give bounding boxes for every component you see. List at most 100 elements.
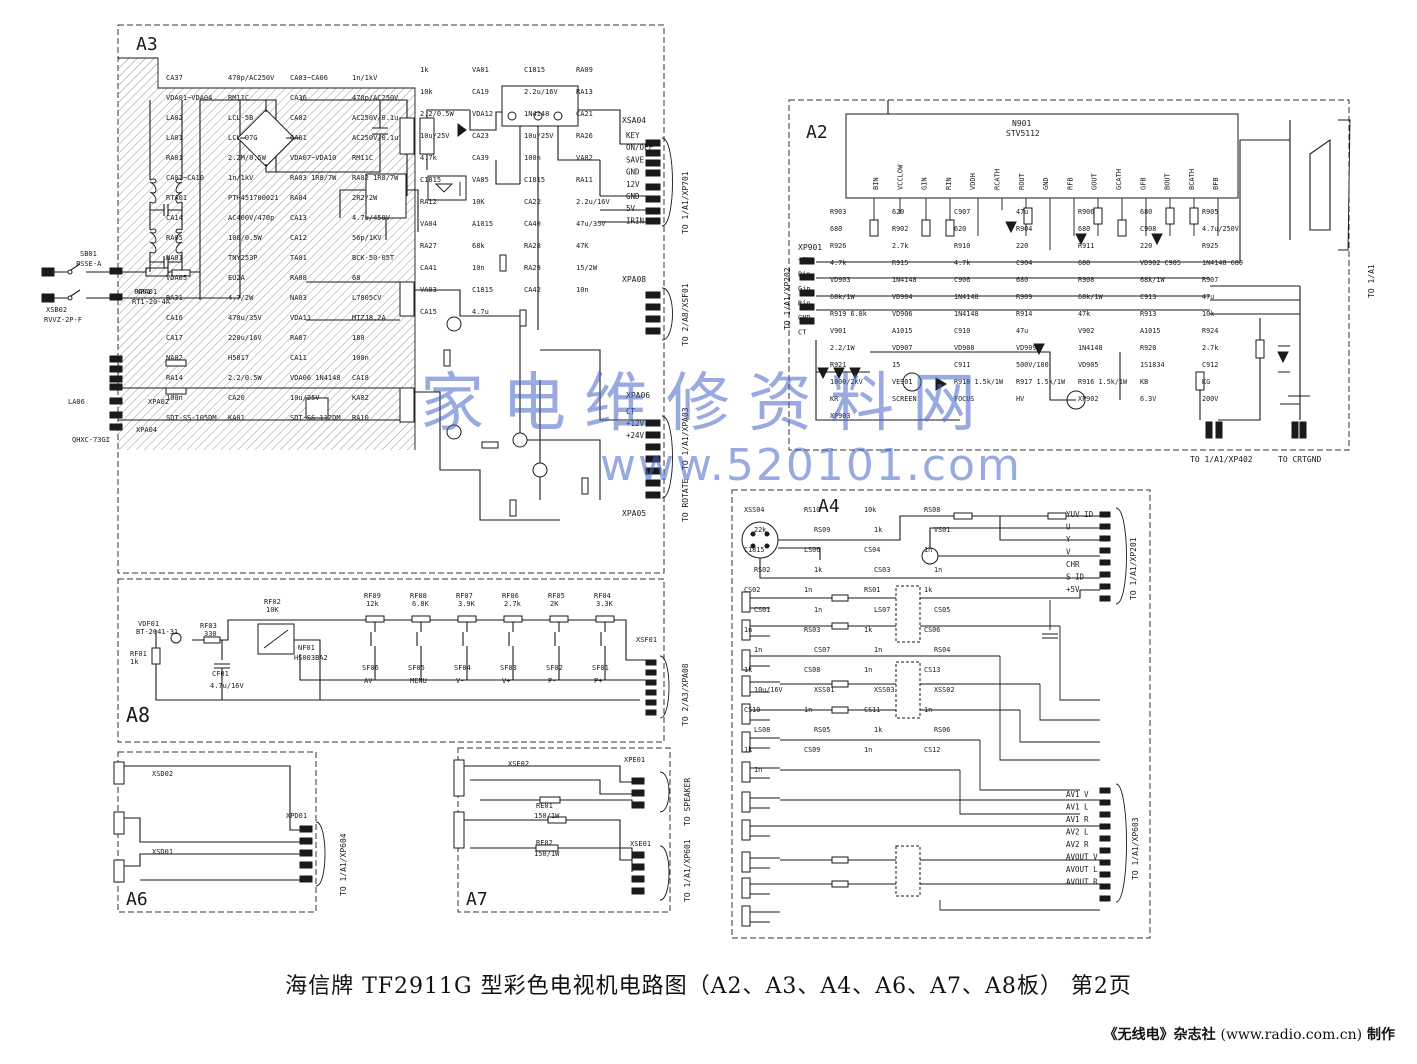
component-label: R906 — [1078, 208, 1094, 216]
component-label: VA01 — [472, 66, 489, 74]
connector-pin — [1099, 799, 1111, 806]
ic-pin-label: VDDH — [969, 173, 977, 190]
component-label: 1n — [934, 566, 942, 574]
component-label: VE901 — [892, 378, 912, 386]
component-label: A1015 — [1140, 327, 1160, 335]
to-xpa03-label: TO 1/A1/XPA03 — [681, 407, 690, 470]
rca-jack — [741, 819, 751, 841]
xsa04-pin-label: SAVE — [626, 155, 645, 164]
component-label: CA12 — [290, 234, 307, 242]
component-label: HV — [1016, 395, 1024, 403]
jack-lead — [750, 655, 780, 667]
jack-lead — [750, 709, 780, 721]
component-label: 4.7u/16V — [210, 682, 245, 690]
key-switch-label: SF02 — [546, 664, 563, 672]
component-label: C912 — [1202, 361, 1218, 369]
component-label: 2.2/0.5W — [420, 110, 455, 118]
connector-pin — [1099, 811, 1111, 818]
component-label: XSS04 — [744, 506, 764, 514]
jack-lead — [750, 597, 780, 609]
component-label: XSS01 — [814, 686, 834, 694]
component-label: C911 — [954, 361, 970, 369]
component-label: CA18 — [352, 374, 369, 382]
component-label: 470p/AC250V — [228, 74, 275, 82]
xp901-pin-label: Gin — [798, 285, 811, 293]
to-xp603-label: TO 1/A1/XP603 — [1131, 817, 1140, 880]
component-label: CA19 — [472, 88, 489, 96]
component-label: 4.7u/250V — [1202, 225, 1239, 233]
component-label: 10n — [472, 264, 485, 272]
component-label: 680 — [830, 225, 842, 233]
component-label: R916 1.5k/1W — [1078, 378, 1128, 386]
connector-pin — [1099, 547, 1111, 554]
component-label: CS10 — [744, 706, 760, 714]
key-resistor-value: 2K — [550, 600, 559, 608]
component-label: LA01 — [166, 134, 183, 142]
xp901-label: XP901 — [798, 243, 822, 252]
xsa04-pin-label: ON/OFF — [626, 143, 654, 152]
component-label: LS08 — [754, 726, 770, 734]
component-label: 1k — [874, 526, 882, 534]
component-label: 200V — [1202, 395, 1218, 403]
component-label: 6.3V — [1140, 395, 1156, 403]
component-label: C908 — [1140, 225, 1156, 233]
component-label: LCL-07G — [228, 134, 258, 142]
component-label: XSF01 — [636, 636, 657, 644]
xp603-pin-label: AVOUT R — [1066, 878, 1098, 887]
component-label: CS04 — [864, 546, 880, 554]
component-label: LCL-5B — [228, 114, 253, 122]
board-a7-label: A7 — [466, 889, 488, 910]
key-switch — [600, 622, 606, 680]
connector-pin — [1099, 895, 1111, 902]
component-label: 100n — [166, 394, 183, 402]
component-label: CS02 — [744, 586, 760, 594]
a3-connectors — [109, 137, 673, 499]
component-label: 68k/1W — [830, 293, 855, 301]
component-label: R920 — [1140, 344, 1156, 352]
component-label: 150/1W — [534, 812, 560, 820]
key-resistor — [365, 615, 385, 623]
component-label: VA02 — [576, 154, 593, 162]
component-label: RA29 — [524, 264, 541, 272]
component-label: 1n — [744, 626, 752, 634]
credit-suffix: 制作 — [1367, 1027, 1395, 1043]
component-label: CA22 — [524, 198, 541, 206]
component-label: R911 — [1078, 242, 1094, 250]
component-label: XP903 — [830, 412, 850, 420]
xp901-pin-label: GND — [798, 314, 811, 322]
xp603-pin-label: AV1 V — [1066, 790, 1089, 799]
key-switch-label: SF06 — [362, 664, 379, 672]
key-function-label: MENU — [410, 677, 427, 685]
component-label: 1n — [864, 666, 872, 674]
component-label: CA41 — [420, 264, 437, 272]
board-a2-outline — [788, 99, 1350, 451]
key-switch-label: SF01 — [592, 664, 609, 672]
component-label: 470p/AC250V — [352, 94, 399, 102]
jack-lead — [750, 825, 780, 837]
component-label: CA40 — [524, 220, 541, 228]
connector-pin — [1099, 871, 1111, 878]
component-label: 680 — [1078, 259, 1090, 267]
to-xp601-label: TO 1/A1/XP601 — [683, 839, 692, 902]
xp201-pin-label: Y — [1066, 535, 1071, 544]
ic-pin-label: GIN — [921, 177, 929, 190]
rca-jack — [741, 675, 751, 697]
xp603-pin-label: AVOUT L — [1066, 865, 1098, 874]
component-label: H5817 — [228, 354, 249, 362]
component-label: 680 — [1016, 276, 1028, 284]
component-label: C1815 — [524, 66, 545, 74]
board-a7-outline — [457, 747, 671, 913]
component-label: LA06 — [68, 398, 85, 406]
board-a8-label: A8 — [126, 703, 150, 727]
ic-pin-label: RIN — [945, 177, 953, 190]
connector-pin — [1099, 571, 1111, 578]
component-label: CA17 — [166, 334, 183, 342]
component-label: 2.2u/16V — [576, 198, 611, 206]
component-label: VD902 C905 — [1140, 259, 1181, 267]
component-label: 220 — [1140, 242, 1152, 250]
component-label: L7805CV — [352, 294, 382, 302]
board-a6-outline — [117, 751, 317, 913]
connector-pin — [1099, 859, 1111, 866]
